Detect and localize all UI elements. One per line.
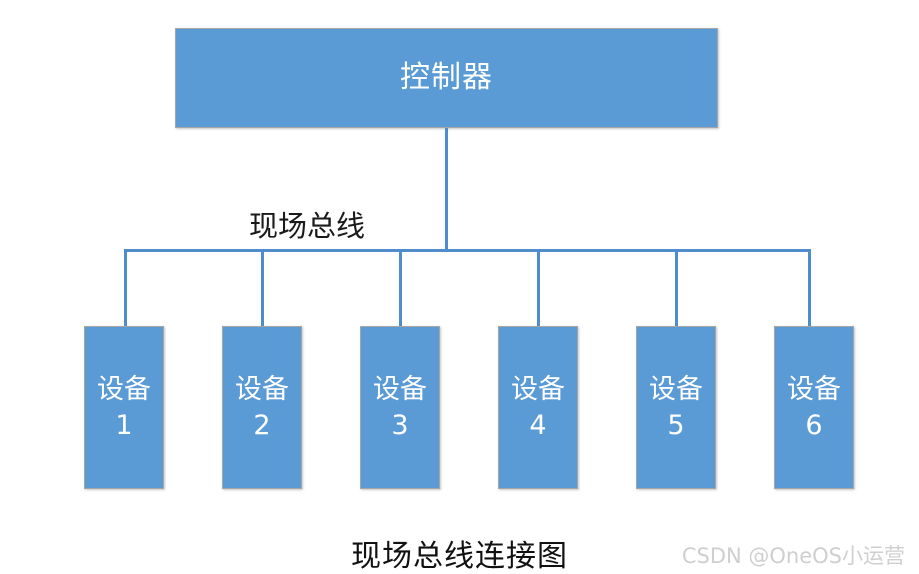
device-4-number: 4 [529,409,547,441]
device-node-3: 设备 3 [360,326,440,489]
device-1-text: 设备 1 [97,372,151,442]
device-node-1: 设备 1 [84,326,164,489]
device-6-name: 设备 [787,374,841,406]
fieldbus-label: 现场总线 [249,209,366,243]
bus-drop-device-1 [124,249,127,327]
diagram-caption: 现场总线连接图 [351,539,568,574]
device-node-5: 设备 5 [636,326,716,489]
device-1-name: 设备 [97,374,151,406]
fieldbus-line [124,249,811,252]
device-6-number: 6 [805,409,823,441]
device-5-name: 设备 [649,374,703,406]
controller-label: 控制器 [400,60,493,96]
watermark-text: CSDN @OneOS小运营 [681,544,905,568]
bus-drop-device-3 [399,249,402,327]
controller-to-bus-connector [445,128,448,252]
device-3-text: 设备 3 [373,372,427,442]
device-1-number: 1 [115,409,133,441]
device-node-2: 设备 2 [222,326,302,489]
device-4-name: 设备 [511,374,565,406]
bus-drop-device-4 [537,249,540,327]
device-5-number: 5 [667,409,685,441]
device-2-number: 2 [253,409,271,441]
device-2-text: 设备 2 [235,372,289,442]
device-node-4: 设备 4 [498,326,578,489]
device-6-text: 设备 6 [787,372,841,442]
device-2-name: 设备 [235,374,289,406]
device-4-text: 设备 4 [511,372,565,442]
bus-drop-device-2 [261,249,264,327]
device-3-number: 3 [391,409,409,441]
bus-drop-device-5 [675,249,678,327]
device-3-name: 设备 [373,374,427,406]
controller-node: 控制器 [175,28,718,128]
device-5-text: 设备 5 [649,372,703,442]
bus-drop-device-6 [808,249,811,327]
device-node-6: 设备 6 [774,326,854,489]
